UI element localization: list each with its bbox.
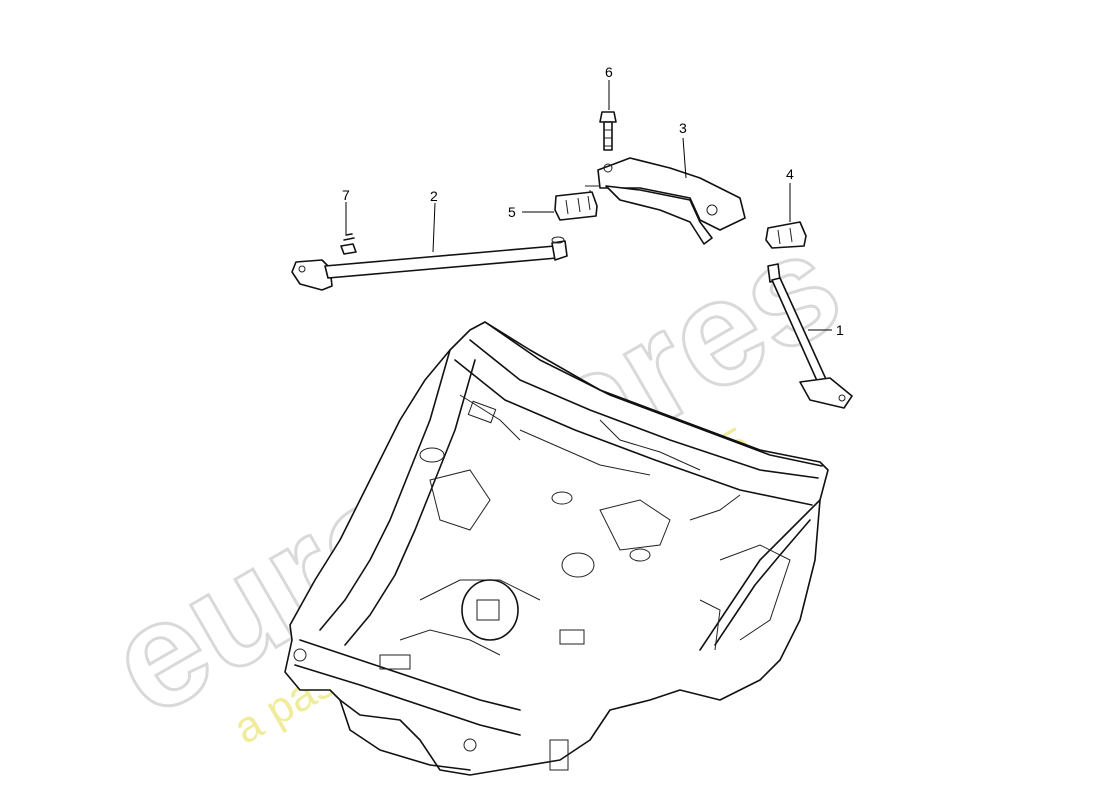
callout-7: 7 — [342, 187, 350, 203]
callouts: 1 2 3 4 5 6 7 — [342, 64, 844, 338]
callout-5: 5 — [508, 204, 516, 220]
leader-lines — [345, 80, 832, 331]
callout-3: 3 — [679, 120, 687, 136]
callout-2: 2 — [430, 188, 438, 204]
front-body-structure — [284, 321, 829, 776]
brace-strut-1 — [767, 263, 853, 409]
strut-brace-bar — [291, 236, 568, 291]
bracket-3 — [585, 157, 746, 245]
callout-4: 4 — [786, 166, 794, 182]
callout-6: 6 — [605, 64, 613, 80]
bolt-6 — [599, 111, 617, 151]
bolt-7 — [340, 233, 357, 255]
callout-1: 1 — [836, 322, 844, 338]
rubber-mount-4 — [765, 221, 807, 249]
rubber-mount-5 — [554, 191, 598, 221]
